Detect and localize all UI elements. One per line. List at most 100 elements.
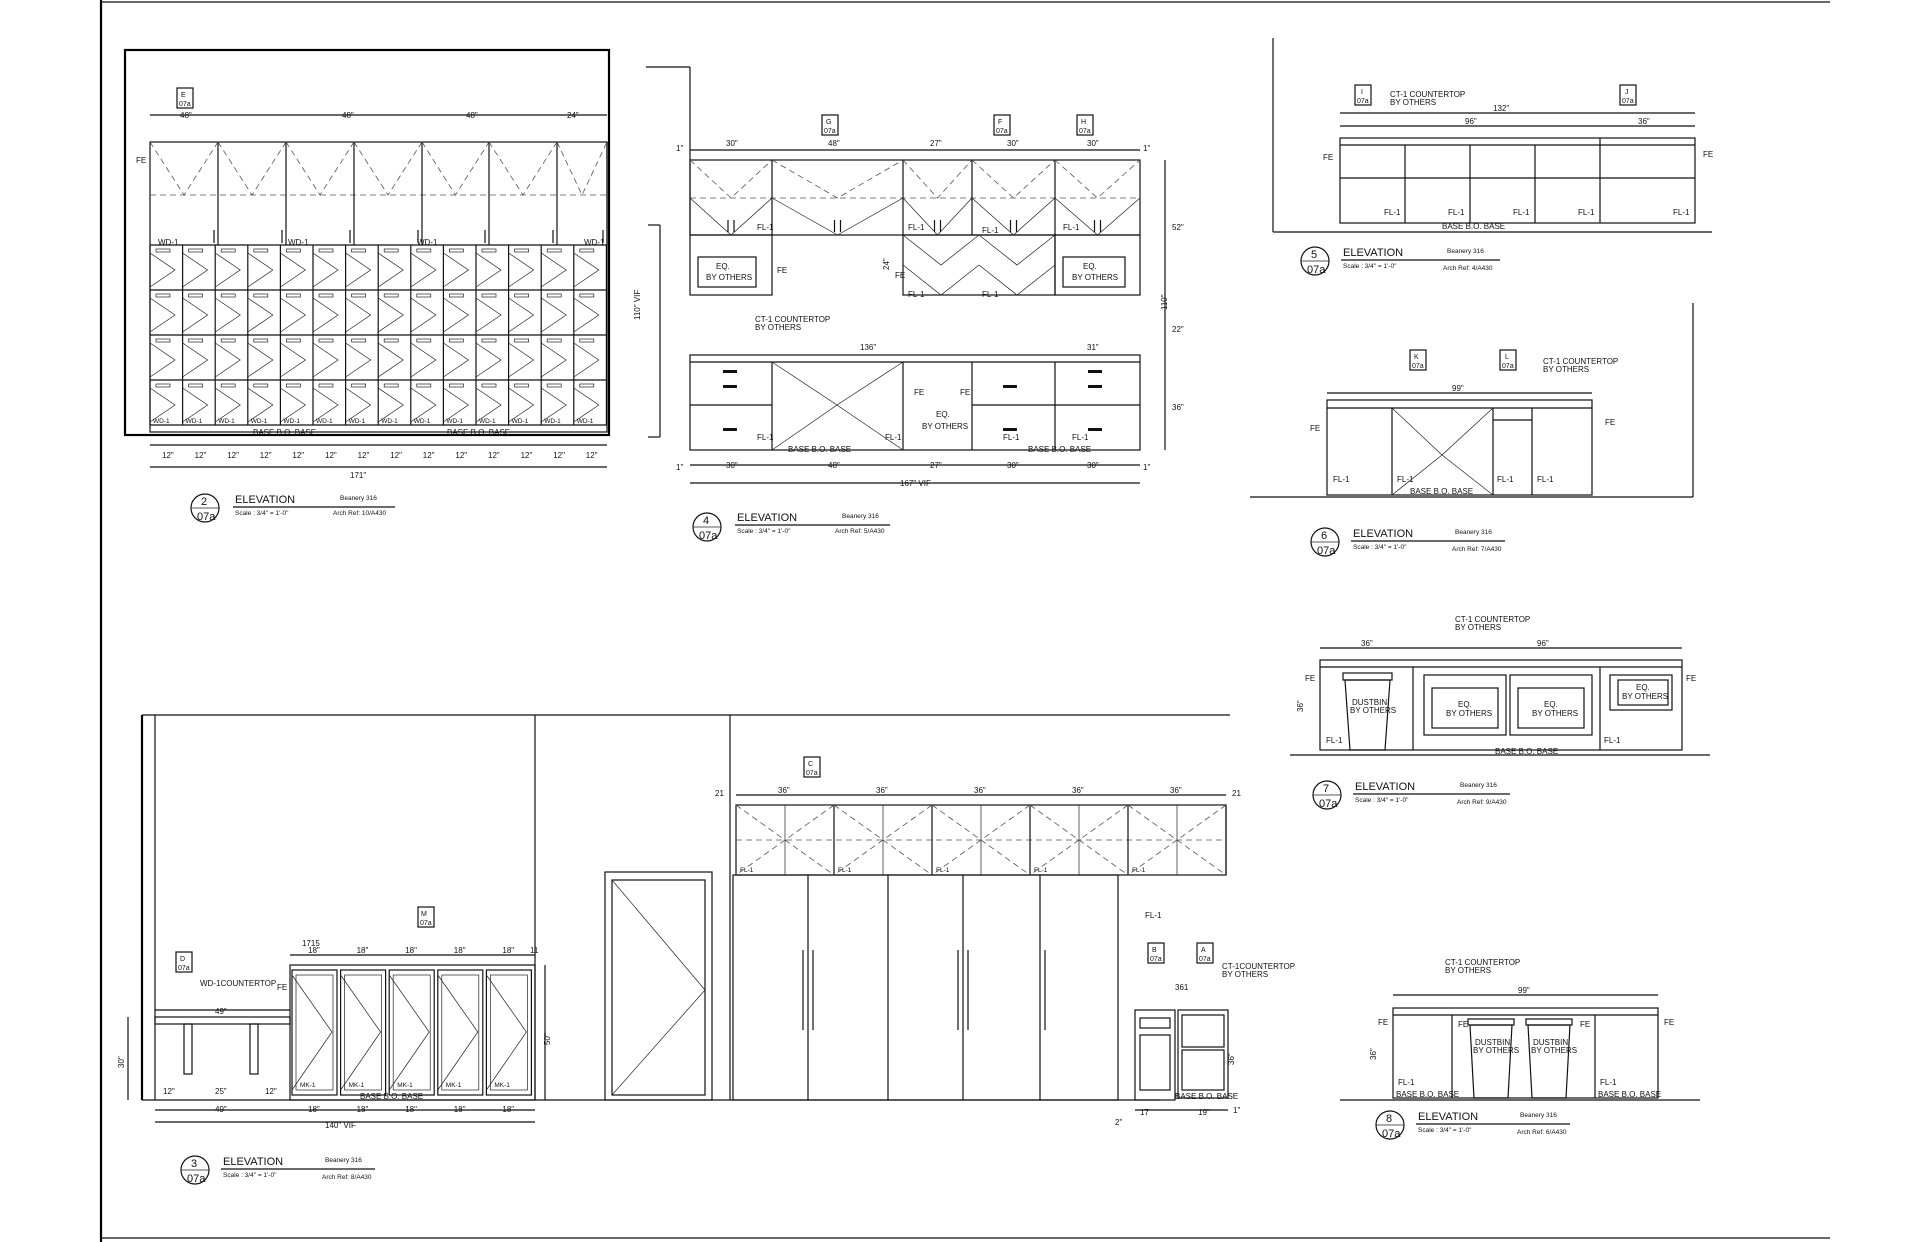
drawer-swing — [215, 387, 241, 423]
drawer-pull — [579, 338, 595, 343]
e8-ct1: CT-1 COUNTERTOP — [1445, 958, 1520, 967]
drawer-pull — [723, 428, 737, 431]
drawer-pull — [546, 383, 562, 388]
dim-12: 12" — [488, 451, 500, 460]
e8-fe-4: FE — [1664, 1018, 1674, 1027]
svg-text:C: C — [808, 761, 813, 768]
svg-text:ELEVATION: ELEVATION — [737, 512, 797, 524]
door-swing — [689, 197, 773, 236]
wd1-label: WD-1 — [283, 418, 300, 425]
dim-18: 18" — [502, 1105, 514, 1114]
svg-text:Scale : 3/4" = 1'-0": Scale : 3/4" = 1'-0" — [1343, 263, 1397, 270]
drawer-swing — [149, 297, 176, 333]
e5-fe-1: FE — [1323, 153, 1333, 162]
e4-fl1-7: FL-1 — [757, 433, 774, 442]
dim-36: 36" — [974, 786, 986, 795]
e7-eq-3: EQ. — [1636, 683, 1650, 692]
dim-24: 24" — [567, 111, 579, 120]
drawer-pull — [383, 248, 399, 253]
drawer-swing — [215, 342, 241, 378]
glass-panel — [344, 974, 382, 1091]
mk1-label: MK-1 — [494, 1082, 510, 1089]
dim-12: 12" — [423, 451, 435, 460]
fl1-label: FL-1 — [1034, 867, 1048, 874]
door-swing — [1441, 407, 1494, 496]
tag-f: F 07a — [993, 114, 1011, 136]
tag-i: I 07a — [1354, 84, 1372, 106]
svg-text:07a: 07a — [1412, 363, 1424, 370]
drawer-swing — [312, 252, 339, 288]
svg-text:Beanery 316: Beanery 316 — [325, 1157, 362, 1164]
e5-fe-2: FE — [1703, 150, 1713, 159]
e4-fe-3: FE — [914, 388, 924, 397]
e4-fl1-2: FL-1 — [908, 223, 925, 232]
door-swing — [882, 804, 933, 876]
wd1-label: WD-1 — [446, 418, 463, 425]
drawer-pull — [351, 248, 366, 253]
svg-text:Arch Ref: 8/A430: Arch Ref: 8/A430 — [322, 1174, 372, 1181]
door-swing — [902, 234, 980, 266]
drawer-swing — [508, 252, 535, 288]
e5-fl1-5: FL-1 — [1673, 208, 1690, 217]
wd1-label: WD-1 — [218, 418, 235, 425]
drawer-swing — [475, 387, 502, 423]
e6-ct1-by: BY OTHERS — [1543, 365, 1589, 374]
drawer-pull — [286, 293, 301, 298]
drawer-pull — [155, 383, 171, 388]
dim-12: 12" — [227, 451, 239, 460]
drawer-pull — [481, 293, 497, 298]
e5-fl1-3: FL-1 — [1513, 208, 1530, 217]
drawer-swing — [247, 387, 274, 423]
door-swing — [437, 974, 479, 1091]
e5-fl1-4: FL-1 — [1578, 208, 1595, 217]
svg-text:ELEVATION: ELEVATION — [223, 1156, 283, 1168]
svg-text:07a: 07a — [1150, 956, 1162, 963]
drawer-swing — [573, 342, 600, 378]
dim-18: 18" — [357, 1105, 369, 1114]
door-swing — [836, 361, 904, 451]
drawer-swing — [247, 297, 274, 333]
e3-dim-1715: 1715 — [302, 939, 320, 948]
door-swing — [980, 804, 1031, 876]
wd1-label: WD-1 — [251, 418, 268, 425]
door-swing — [291, 974, 333, 1091]
e4-fe-2: FE — [895, 271, 905, 280]
e4-dim-36: 36" — [1172, 403, 1184, 412]
svg-text:J: J — [1625, 89, 1629, 96]
e5-ct1: CT-1 COUNTERTOP — [1390, 90, 1465, 99]
svg-text:Beanery 316: Beanery 316 — [1455, 529, 1492, 536]
dim-12: 12" — [553, 451, 565, 460]
svg-text:07a: 07a — [824, 128, 836, 135]
e3-dim-21-a: 21 — [715, 789, 724, 798]
drawer-pull — [351, 293, 366, 298]
e5-base: BASE B.O. BASE — [1442, 222, 1505, 231]
dim-48-a: 48" — [180, 111, 192, 120]
e5-fl1-2: FL-1 — [1448, 208, 1465, 217]
e6-fe-2: FE — [1605, 418, 1615, 427]
tag-l: L 07a — [1499, 349, 1517, 371]
drawer-swing — [182, 252, 209, 288]
dim-36: 36" — [1170, 786, 1182, 795]
e4-dim-30-b: 30" — [1007, 139, 1019, 148]
svg-text:07a: 07a — [1307, 264, 1326, 276]
drawer-swing — [149, 252, 176, 288]
glass-door — [437, 969, 484, 1096]
dim-12: 12" — [521, 451, 533, 460]
svg-text:07a: 07a — [179, 101, 191, 108]
e3-dim-17: 17 — [1140, 1108, 1149, 1117]
sheet-border — [99, 0, 1830, 1242]
e5-fl1-1: FL-1 — [1384, 208, 1401, 217]
drawer-pull — [416, 293, 432, 298]
drawer-swing — [475, 342, 502, 378]
svg-text:Arch Ref: 4/A430: Arch Ref: 4/A430 — [1443, 265, 1493, 272]
e8-dustbin-1-by: BY OTHERS — [1473, 1046, 1519, 1055]
e4-fe-1: FE — [777, 266, 787, 275]
e6-dim-99: 99" — [1452, 384, 1464, 393]
drawer-pull — [546, 248, 562, 253]
drawer-swing — [149, 387, 176, 423]
door-swing — [971, 197, 1056, 236]
svg-text:07a: 07a — [1079, 128, 1091, 135]
drawer-swing — [541, 252, 567, 288]
svg-text:Arch Ref: 9/A430: Arch Ref: 9/A430 — [1457, 799, 1507, 806]
